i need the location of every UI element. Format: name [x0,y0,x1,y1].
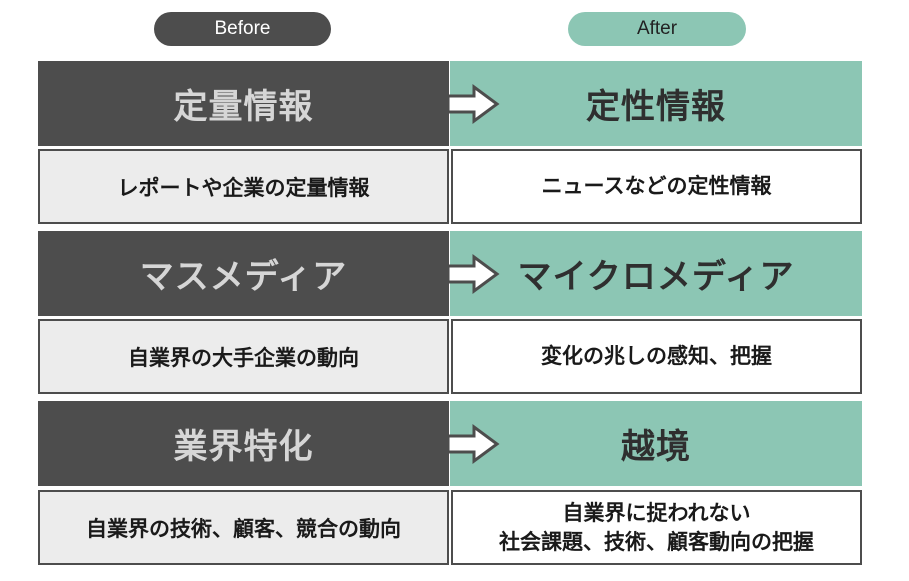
after-heading-1: 定性情報 [450,61,862,146]
before-heading-3: 業界特化 [38,401,449,486]
after-desc-1-line-1: ニュースなどの定性情報 [541,174,772,199]
after-desc-3: 自業界に捉われない 社会課題、技術、顧客動向の把握 [451,490,862,565]
before-desc-3: 自業界の技術、顧客、競合の動向 [38,490,449,565]
after-desc-3-line-2: 社会課題、技術、顧客動向の把握 [499,529,814,554]
before-desc-1: レポートや企業の定量情報 [38,149,449,224]
after-desc-2: 変化の兆しの感知、把握 [451,319,862,394]
after-heading-3: 越境 [450,401,862,486]
right-arrow-icon [446,84,500,124]
before-label: Before [154,12,331,46]
before-heading-1: 定量情報 [38,61,449,146]
after-label: After [568,12,746,46]
before-heading-2: マスメディア [38,231,449,316]
right-arrow-icon [446,424,500,464]
before-desc-2: 自業界の大手企業の動向 [38,319,449,394]
after-heading-2: マイクロメディア [450,231,862,316]
after-desc-3-line-1: 自業界に捉われない [562,501,751,526]
right-arrow-icon [446,254,500,294]
after-desc-1: ニュースなどの定性情報 [451,149,862,224]
after-desc-2-line-1: 変化の兆しの感知、把握 [541,344,772,369]
